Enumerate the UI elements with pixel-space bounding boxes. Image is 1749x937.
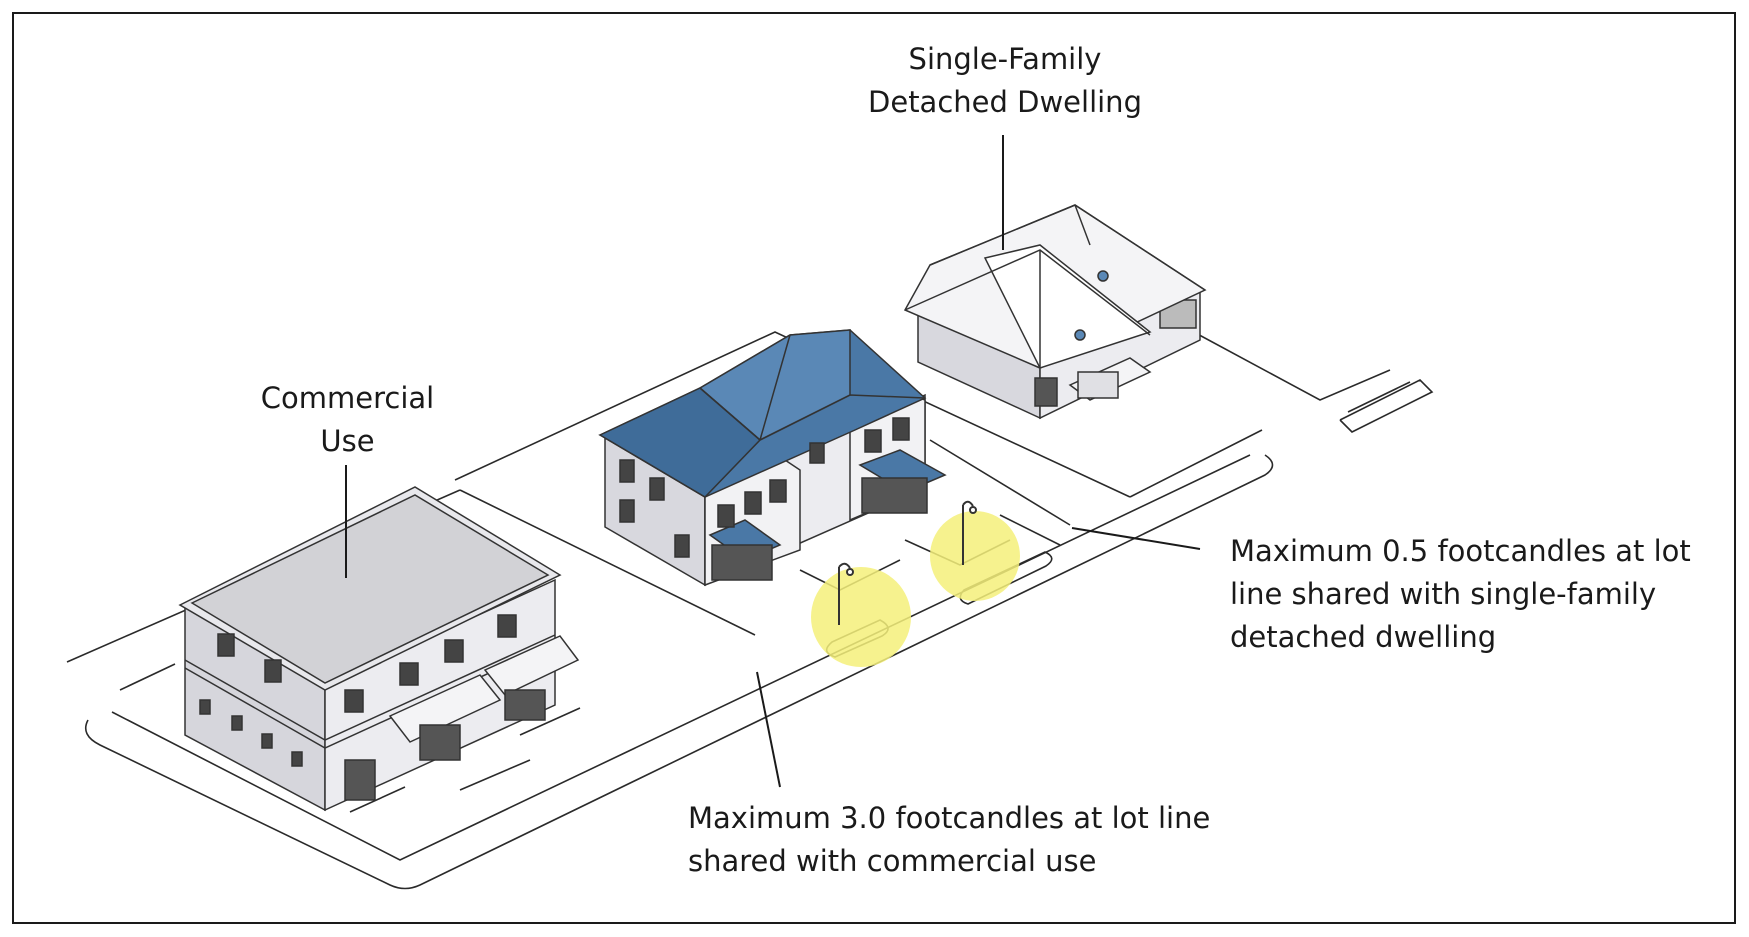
label-commercial-line-1: Commercial: [260, 381, 435, 415]
commercial-building: [178, 486, 580, 812]
label-commercial-line-2: Use: [320, 424, 375, 458]
light-glows: [811, 511, 1020, 667]
glow-0-5: [930, 511, 1020, 601]
leader-lines: [345, 135, 1201, 788]
label-commercial: Commercial Use: [235, 377, 460, 463]
diagram-frame: [12, 12, 1736, 924]
multi-family-building: [598, 329, 947, 587]
label-max-05-line-2: line shared with single-family: [1230, 577, 1657, 611]
label-max-05-line-1: Maximum 0.5 footcandles at lot: [1230, 534, 1691, 568]
label-max-30: Maximum 3.0 footcandles at lot line shar…: [688, 797, 1210, 883]
single-family-house: [903, 204, 1207, 420]
label-max-05: Maximum 0.5 footcandles at lot line shar…: [1230, 530, 1691, 659]
label-single-family-line-1: Single-Family: [908, 42, 1102, 76]
leader-max-30: [756, 671, 781, 788]
label-max-30-line-1: Maximum 3.0 footcandles at lot line: [688, 801, 1211, 835]
glow-3-0: [811, 567, 911, 667]
light-poles: [838, 500, 977, 625]
leader-max-05: [1071, 527, 1201, 550]
label-single-family-line-2: Detached Dwelling: [868, 85, 1142, 119]
label-max-30-line-2: shared with commercial use: [688, 844, 1097, 878]
label-max-05-line-3: detached dwelling: [1230, 620, 1497, 654]
label-single-family: Single-Family Detached Dwelling: [860, 38, 1150, 124]
